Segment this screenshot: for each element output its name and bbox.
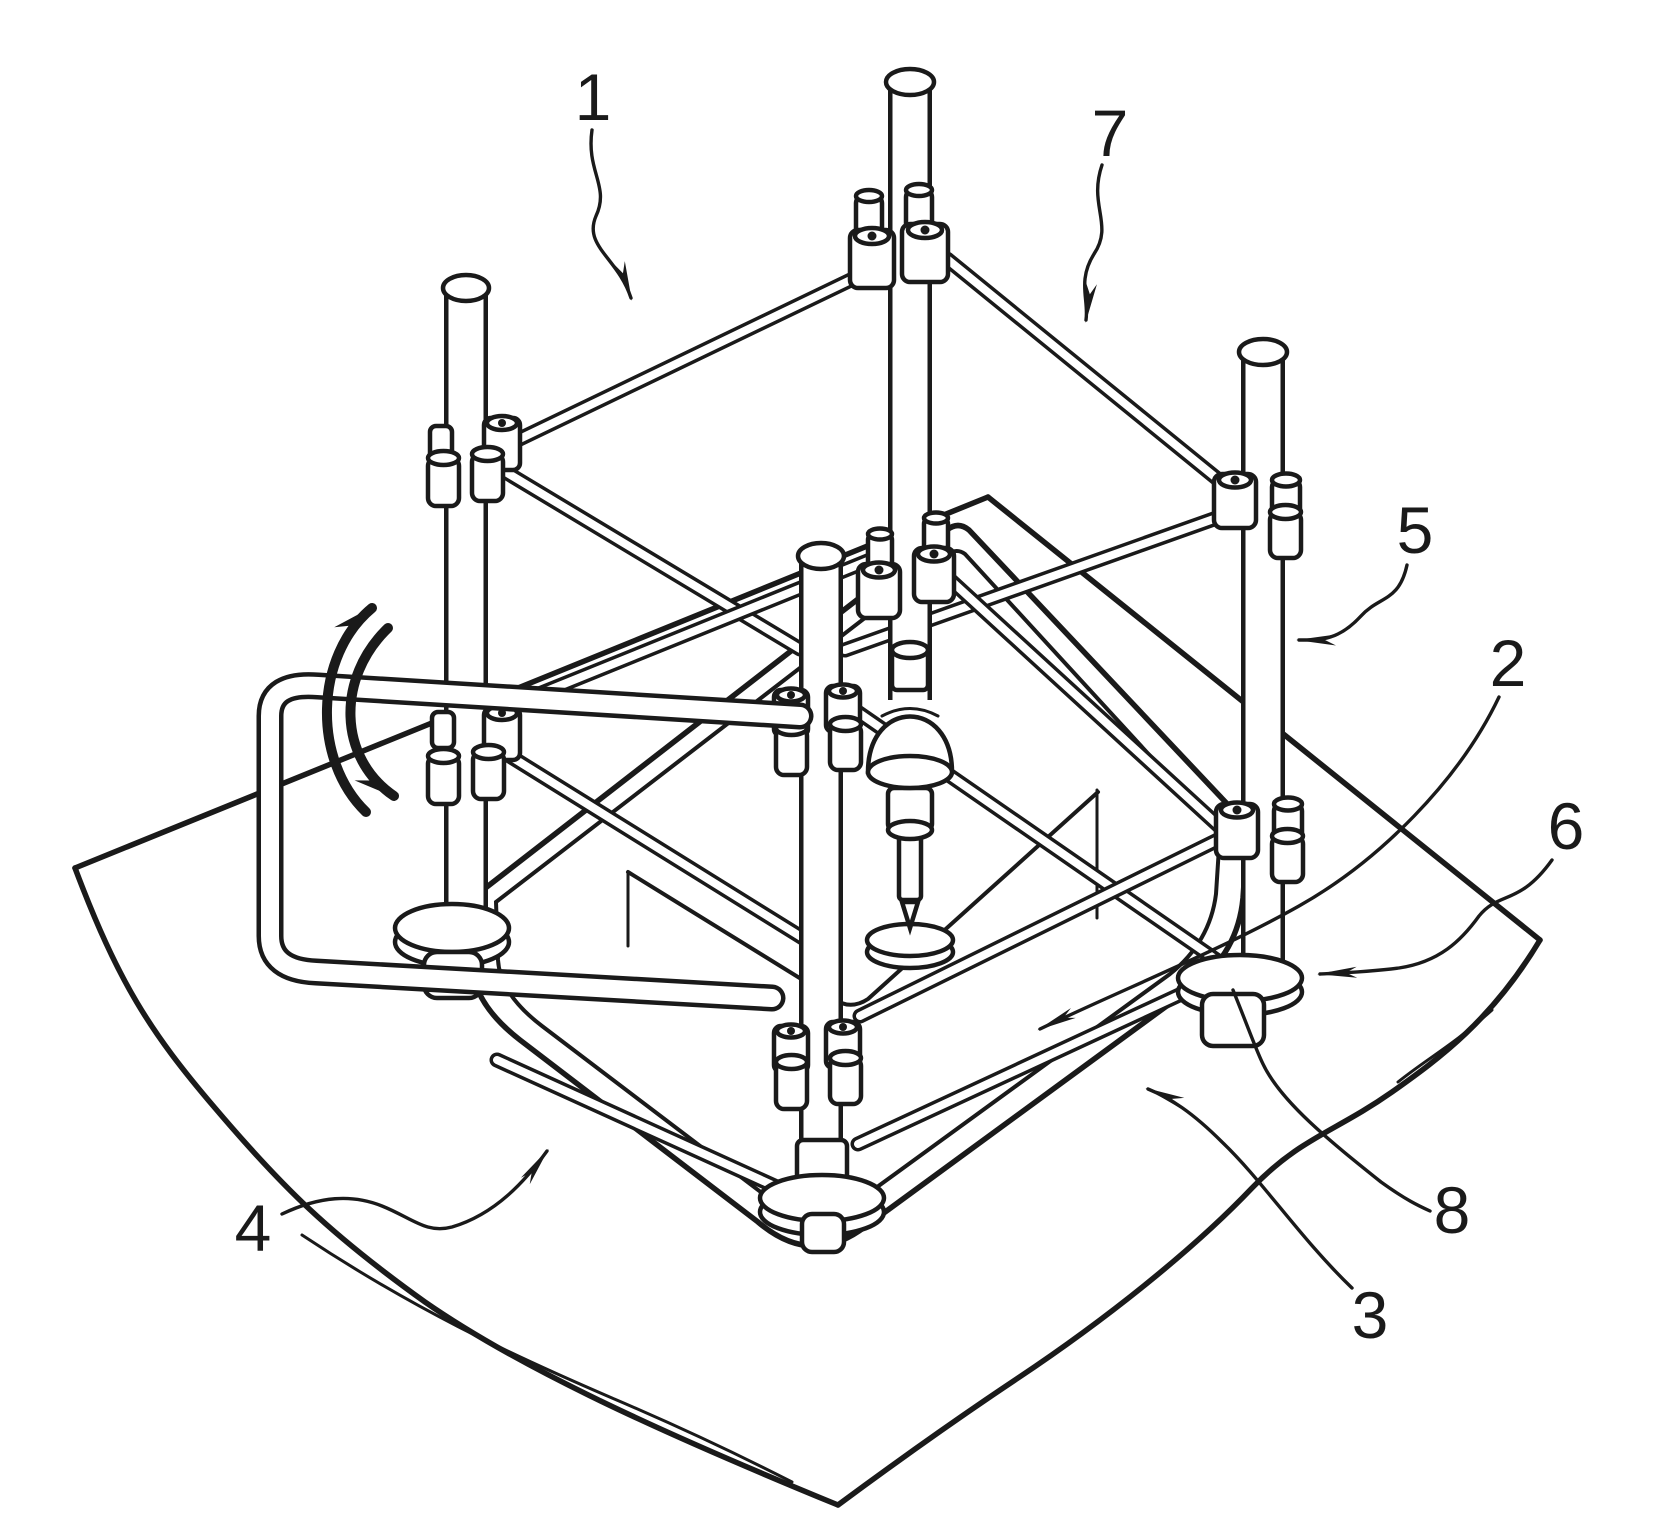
clamps [425, 181, 1306, 1112]
ref-label-8: 8 [1434, 1173, 1471, 1247]
spindle-rod [896, 833, 924, 903]
ref-label-4: 4 [235, 1191, 272, 1265]
leader-6 [1317, 858, 1554, 978]
leader-1 [589, 128, 633, 301]
post-right-top [1236, 336, 1290, 368]
foot-right [1175, 952, 1305, 1049]
clamp-right-mid [1213, 795, 1306, 885]
leader-3 [1145, 1087, 1354, 1290]
base-rails [489, 698, 1246, 1202]
ref-label-5: 5 [1397, 493, 1434, 567]
drill-spindle [864, 639, 956, 971]
leader-7 [1082, 163, 1104, 323]
sheet-inner-tear-line-right [1396, 1008, 1494, 1084]
sheet-wavy-left-edge [72, 865, 841, 1508]
clamp-rear-mid [855, 510, 957, 621]
sheet-inner-tear-line-left [300, 1233, 794, 1484]
feet [392, 901, 1305, 1255]
leader-2 [1037, 695, 1501, 1031]
leader-4 [280, 1148, 549, 1231]
clamp-right-top [1211, 470, 1304, 561]
ref-label-7: 7 [1092, 96, 1129, 170]
ref-label-1: 1 [575, 60, 612, 134]
posts [440, 66, 1290, 1150]
leader-8 [1231, 988, 1432, 1213]
sheet-wavy-right-edge [835, 937, 1543, 1508]
ref-label-2: 2 [1490, 626, 1527, 700]
clamp-front-lower [771, 1018, 864, 1112]
post-left-top [440, 272, 492, 304]
foot-front [757, 1137, 887, 1255]
rotation-arrow-icon [322, 603, 399, 817]
handle [256, 672, 814, 1012]
clamp-rear-top [847, 181, 951, 291]
post-front-top [795, 540, 847, 572]
post-rear-top [883, 66, 937, 98]
leader-lines [280, 128, 1554, 1290]
clamp-left-top [425, 413, 523, 509]
ref-label-3: 3 [1352, 1278, 1389, 1352]
ref-label-6: 6 [1548, 789, 1585, 863]
ref-labels: 1 7 5 2 6 8 3 4 [235, 60, 1585, 1352]
leader-5 [1296, 563, 1409, 646]
